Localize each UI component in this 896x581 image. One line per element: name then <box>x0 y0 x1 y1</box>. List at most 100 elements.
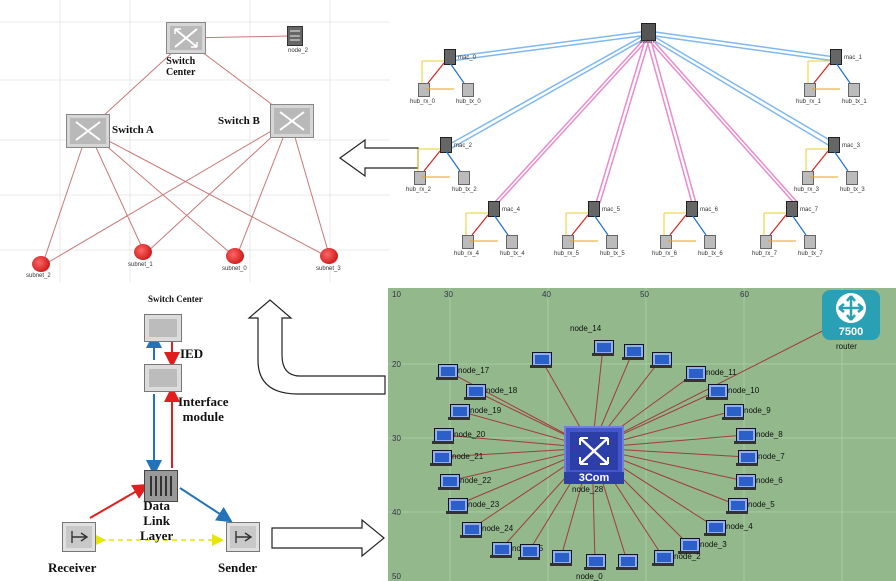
workstation-base <box>616 567 638 570</box>
workstation-base <box>446 511 468 514</box>
mac-1-wires <box>807 60 851 90</box>
workstation-label: node_3 <box>700 540 727 549</box>
workstation-label: node_20 <box>454 430 486 439</box>
switch-center-icon <box>166 22 206 54</box>
workstation-base <box>448 417 470 420</box>
mac-0-icon <box>444 49 456 65</box>
workstation-label: node_23 <box>468 500 500 509</box>
center-switch-brand: 3Com <box>564 472 624 484</box>
switch-a-icon <box>66 114 110 148</box>
switch-center-box <box>144 314 182 342</box>
workstation-base <box>436 377 458 380</box>
workstation-base <box>592 353 614 356</box>
hub-rx-1-label: hub_rx_1 <box>796 99 822 105</box>
hub-tx-3-label: hub_tx_3 <box>840 187 865 193</box>
subnet-3-label: subnet_3 <box>316 266 341 272</box>
hub-tx-1-label: hub_tx_1 <box>842 99 867 105</box>
hub-rx-2-icon <box>414 171 426 185</box>
workstation-base <box>490 555 512 558</box>
bottom-left-panel: Switch Center IED Interface module Data … <box>0 290 300 581</box>
workstation-base <box>652 563 674 566</box>
workstation-label: node_17 <box>458 366 490 375</box>
hub-rx-6-label: hub_rx_6 <box>652 251 678 257</box>
mac-6-icon <box>686 201 698 217</box>
mac-3-wires <box>805 148 849 178</box>
workstation-base <box>734 487 756 490</box>
switch-center-label: Switch Center <box>166 56 196 78</box>
axis-x-60: 60 <box>740 290 749 299</box>
hub-rx-4-icon <box>462 235 474 249</box>
receiver-label: Receiver <box>48 560 97 575</box>
subnet-2-icon <box>32 256 50 272</box>
center-switch-icon <box>564 426 624 476</box>
mac-5-wires <box>565 212 609 242</box>
hub-links <box>447 30 839 204</box>
workstation-base <box>704 533 726 536</box>
hub-tx-0-label: hub_tx_0 <box>456 99 481 105</box>
hub-tx-2-label: hub_tx_2 <box>452 187 477 193</box>
sender-label: Sender <box>218 560 257 575</box>
hub-rx-5-icon <box>562 235 574 249</box>
hub-tx-5-icon <box>606 235 618 249</box>
interface-module-label: Interface module <box>178 394 229 424</box>
workstation-label: node_5 <box>748 500 775 509</box>
mac-0-label: mac_0 <box>458 55 477 61</box>
workstation-base <box>736 463 758 466</box>
hub-rx-3-icon <box>802 171 814 185</box>
workstation-label: node_2 <box>674 552 701 561</box>
mac-5-label: mac_5 <box>602 207 621 213</box>
hub-rx-5-label: hub_rx_5 <box>554 251 580 257</box>
mac-0-wires <box>421 60 465 90</box>
workstation-base <box>438 487 460 490</box>
workstation-base <box>706 397 728 400</box>
hub-tx-3-icon <box>846 171 858 185</box>
hub-rx-0-icon <box>418 83 430 97</box>
mac-3-icon <box>828 137 840 153</box>
mac-7-icon <box>786 201 798 217</box>
workstation-base <box>518 557 540 560</box>
hub-tx-5-label: hub_tx_5 <box>600 251 625 257</box>
workstation-label: node_7 <box>758 452 785 461</box>
mac-7-label: mac_7 <box>800 207 819 213</box>
axis-x-10: 10 <box>392 290 401 299</box>
mac-2-icon <box>440 137 452 153</box>
router-link <box>591 317 849 449</box>
data-link-layer-label: Data Link Layer <box>140 498 174 543</box>
router-label: router <box>836 342 857 351</box>
mac-2-label: mac_2 <box>454 143 473 149</box>
workstation-base <box>722 417 744 420</box>
subnet-0-label: subnet_0 <box>222 266 247 272</box>
workstation-base <box>432 441 454 444</box>
mac-1-icon <box>830 49 842 65</box>
hub-rx-1-icon <box>804 83 816 97</box>
workstation-label: node_19 <box>470 406 502 415</box>
workstation-base <box>460 535 482 538</box>
hub-rx-3-label: hub_rx_3 <box>794 187 820 193</box>
workstation-base <box>584 567 606 570</box>
axis-x-50: 50 <box>640 290 649 299</box>
subnet-2-label: subnet_2 <box>26 273 51 279</box>
axis-x-30: 30 <box>444 290 453 299</box>
subnet-0-icon <box>226 248 244 264</box>
switch-b-icon <box>270 104 314 138</box>
axis-y-50: 50 <box>392 572 401 581</box>
axis-y-20: 20 <box>392 360 401 369</box>
hub-tx-7-icon <box>804 235 816 249</box>
mac-3-label: mac_3 <box>842 143 861 149</box>
workstation-base <box>726 511 748 514</box>
hub-tx-6-icon <box>704 235 716 249</box>
mac-4-icon <box>488 201 500 217</box>
workstation-label: node_8 <box>756 430 783 439</box>
router-model: 7500 <box>838 326 864 338</box>
workstation-label: node_21 <box>452 452 484 461</box>
hub-tx-7-label: hub_tx_7 <box>798 251 823 257</box>
hub-rx-7-label: hub_rx_7 <box>752 251 778 257</box>
mac-5-icon <box>588 201 600 217</box>
hub-rx-4-label: hub_rx_4 <box>454 251 480 257</box>
sender-icon <box>226 522 260 552</box>
subnet-1-icon <box>134 244 152 260</box>
workstation-base <box>734 441 756 444</box>
axis-y-40: 40 <box>392 508 401 517</box>
router-icon: 7500 <box>822 290 880 340</box>
center-switch-label: node_28 <box>572 485 604 494</box>
